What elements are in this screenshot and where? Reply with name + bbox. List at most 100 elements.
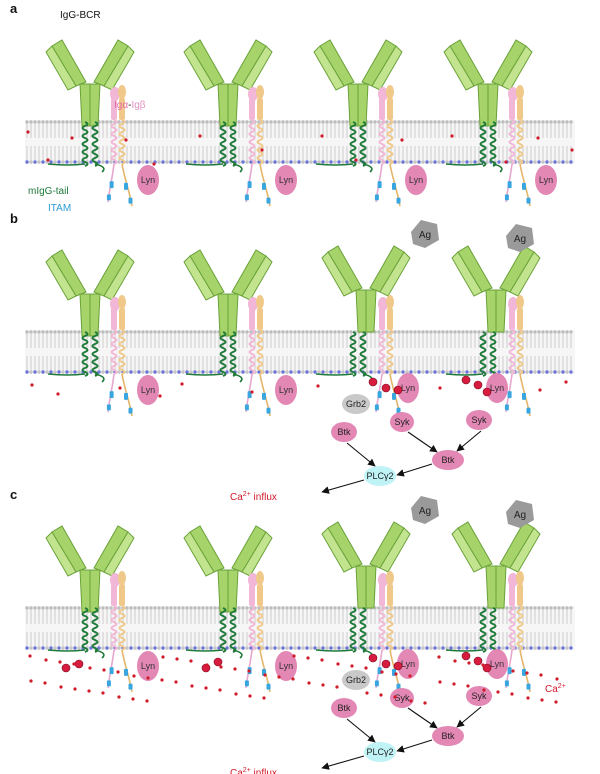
lipid-head — [205, 646, 209, 650]
lipid-head — [345, 120, 349, 124]
antibody-arm — [361, 39, 403, 91]
lipid-head — [177, 370, 181, 374]
lyn-shape — [486, 649, 508, 679]
lipid-head — [25, 646, 29, 650]
lipid-head — [269, 330, 273, 334]
lipid-head — [325, 120, 329, 124]
lipid-head — [225, 646, 229, 650]
itam-motif — [504, 680, 509, 687]
lipid-head — [393, 330, 397, 334]
ig-alpha-ecto — [508, 573, 518, 587]
label-igg-bcr: IgG-BCR — [60, 10, 101, 21]
calcium-ion — [450, 134, 454, 138]
lipid-head — [429, 160, 433, 164]
itam-motif — [128, 683, 133, 690]
ig-beta-tm — [256, 329, 264, 375]
lipid-head — [197, 646, 201, 650]
lipid-head — [117, 606, 121, 610]
antibody-arm — [321, 245, 363, 297]
migg-tm-helix — [359, 121, 367, 167]
lipid-head — [417, 370, 421, 374]
lipid-head — [245, 160, 249, 164]
lipid-head — [137, 330, 141, 334]
antibody-arm — [369, 245, 411, 297]
lyn-kinase: Lyn — [405, 165, 427, 195]
calcium-ion — [379, 693, 383, 697]
lipid-head — [125, 606, 129, 610]
lipid-head — [133, 120, 137, 124]
lipid-head — [529, 370, 533, 374]
lipid-head — [29, 606, 33, 610]
lipid-head — [53, 606, 57, 610]
lipid-head — [425, 646, 429, 650]
antibody-arm — [451, 521, 493, 573]
lipid-head — [293, 120, 297, 124]
lipid-head — [201, 330, 205, 334]
lipid-head — [73, 606, 77, 610]
lipid-head — [469, 330, 473, 334]
lipid-head — [537, 646, 541, 650]
ig-beta-ecto — [386, 295, 394, 309]
itam-motif — [128, 407, 133, 414]
ig-alpha-ecto — [508, 87, 518, 101]
itam-motif — [522, 392, 526, 400]
lipid-head — [89, 370, 93, 374]
lipid-head — [145, 646, 149, 650]
lipid-head — [265, 370, 269, 374]
btk-downstream-shape — [432, 450, 464, 470]
light-chain — [241, 45, 273, 91]
lipid-head — [169, 370, 173, 374]
lipid-head — [337, 160, 341, 164]
lipid-head — [329, 330, 333, 334]
lipid-head — [561, 370, 565, 374]
lipid-head — [321, 646, 325, 650]
lipid-head — [293, 160, 297, 164]
btk-upstream-shape — [331, 698, 357, 718]
phosphate-group — [473, 380, 483, 390]
ig-alpha-tm — [378, 605, 386, 651]
lipid-head — [277, 606, 281, 610]
lipid-head — [33, 160, 37, 164]
lipid-head — [413, 606, 417, 610]
lipid-head — [137, 370, 141, 374]
antigen: Ag — [506, 500, 534, 528]
lipid-head — [153, 120, 157, 124]
lipid-head — [173, 330, 177, 334]
phosphate-group — [61, 663, 71, 673]
lyn-shape — [397, 649, 419, 679]
lipid-head — [317, 646, 321, 650]
tail-line — [94, 373, 105, 383]
lipid-head — [465, 160, 469, 164]
lipid-head — [185, 330, 189, 334]
lipid-head — [421, 160, 425, 164]
lipid-head — [453, 120, 457, 124]
igg-bcr — [313, 39, 403, 127]
antigen: Ag — [411, 220, 439, 248]
lipid-head — [333, 606, 337, 610]
lipid-head — [409, 646, 413, 650]
ig-beta-tm — [386, 119, 394, 165]
lipid-head — [365, 646, 369, 650]
calcium-ion — [72, 662, 76, 666]
lipid-head — [257, 606, 261, 610]
lipid-head — [309, 646, 313, 650]
arrow-syk-to-btk — [407, 707, 438, 729]
ig-alpha-beta — [508, 85, 524, 165]
lipid-head — [549, 330, 553, 334]
lipid-head — [549, 370, 553, 374]
lipid-head — [553, 646, 557, 650]
btk-upstream: Btk — [331, 698, 357, 718]
lipid-head — [533, 646, 537, 650]
lipid-head — [401, 646, 405, 650]
lipid-head — [317, 370, 321, 374]
lipid-head — [145, 606, 149, 610]
lipid-head — [417, 160, 421, 164]
lipid-head — [533, 120, 537, 124]
lyn-kinase: Lyn — [137, 165, 159, 195]
btk-downstream-shape — [432, 726, 464, 746]
lipid-head — [177, 160, 181, 164]
lipid-head — [517, 646, 521, 650]
calcium-ion — [131, 697, 135, 701]
lipid-head — [457, 370, 461, 374]
lipid-head — [461, 370, 465, 374]
